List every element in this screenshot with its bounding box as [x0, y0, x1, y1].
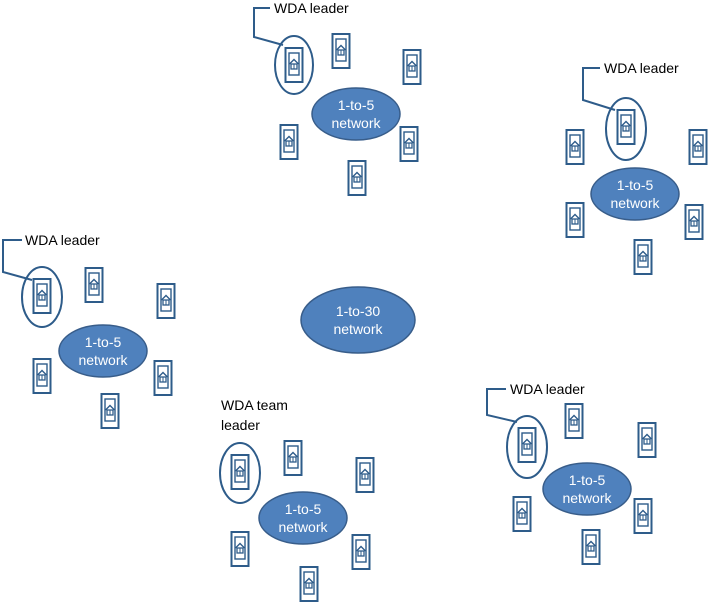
member-device-icon[interactable]	[156, 283, 176, 319]
group-right	[565, 67, 708, 275]
leader-highlight-ring	[506, 415, 548, 479]
leader-label-top: WDA leader	[274, 0, 349, 16]
member-device-icon[interactable]	[688, 129, 708, 165]
team-leader-label: WDA team leader	[221, 395, 288, 435]
leader-device-icon[interactable]	[32, 278, 52, 314]
member-device-icon[interactable]	[565, 129, 585, 165]
network-label-line-1: 1-to-30	[335, 303, 381, 319]
central-network-oval	[300, 286, 416, 354]
member-device-icon[interactable]	[633, 498, 653, 534]
small-network-oval	[311, 87, 401, 141]
leader-label-left: WDA leader	[25, 232, 100, 248]
leader-highlight-ring	[605, 97, 647, 161]
leader-connector-line	[253, 7, 284, 46]
member-device-icon[interactable]	[100, 393, 120, 429]
network-label-line-1: 1-to-5	[568, 472, 606, 488]
small-network-oval	[58, 324, 148, 378]
member-device-icon[interactable]	[402, 49, 422, 85]
member-device-icon[interactable]	[355, 457, 375, 493]
member-device-icon[interactable]	[633, 239, 653, 275]
leader-connector-line	[582, 67, 616, 111]
group-top	[253, 7, 422, 196]
network-label-left: 1-to-5 network	[59, 333, 147, 369]
member-device-icon[interactable]	[581, 529, 601, 565]
member-device-icon[interactable]	[684, 204, 704, 240]
network-label-line-1: 1-to-5	[616, 177, 654, 193]
network-label-line-1: 1-to-5	[284, 501, 322, 517]
leader-device-icon[interactable]	[517, 427, 537, 463]
member-device-icon[interactable]	[637, 422, 657, 458]
member-device-icon[interactable]	[512, 496, 532, 532]
member-device-icon[interactable]	[331, 33, 351, 69]
member-device-icon[interactable]	[32, 358, 52, 394]
small-network-oval	[590, 167, 680, 221]
leader-connector-line	[486, 388, 518, 423]
small-network-oval	[258, 491, 348, 545]
network-label-line-2: network	[333, 321, 383, 337]
leader-label-right: WDA leader	[604, 60, 679, 76]
member-device-icon[interactable]	[283, 440, 303, 476]
network-label-line-2: network	[562, 490, 612, 506]
network-label-top: 1-to-5 network	[312, 96, 400, 132]
member-device-icon[interactable]	[299, 566, 319, 602]
member-device-icon[interactable]	[279, 124, 299, 160]
network-label-line-2: network	[278, 519, 328, 535]
member-device-icon[interactable]	[565, 202, 585, 238]
member-device-icon[interactable]	[230, 531, 250, 567]
network-label-bottom-center: 1-to-5 network	[259, 500, 347, 536]
leader-connector-line	[2, 239, 33, 281]
network-label-line-2: network	[610, 195, 660, 211]
leader-highlight-ring	[219, 442, 261, 504]
member-device-icon[interactable]	[84, 267, 104, 303]
network-label-line-2: network	[78, 352, 128, 368]
member-device-icon[interactable]	[399, 126, 419, 162]
network-label-line-2: network	[331, 115, 381, 131]
leader-device-icon[interactable]	[616, 109, 636, 145]
team-leader-label-line-1: WDA team	[221, 397, 288, 413]
team-leader-label-line-2: leader	[221, 417, 260, 433]
network-label-bottom-right: 1-to-5 network	[543, 471, 631, 507]
leader-label-bottom-right: WDA leader	[510, 381, 585, 397]
group-bottom-center	[219, 440, 375, 602]
member-device-icon[interactable]	[153, 360, 173, 396]
group-bottom-right	[486, 388, 657, 565]
network-label-line-1: 1-to-5	[84, 334, 122, 350]
leader-highlight-ring	[21, 266, 63, 328]
member-device-icon[interactable]	[564, 403, 584, 439]
member-device-icon[interactable]	[347, 160, 367, 196]
network-label-central: 1-to-30 network	[301, 302, 415, 338]
leader-device-icon[interactable]	[230, 454, 250, 490]
group-left	[2, 239, 176, 429]
network-label-line-1: 1-to-5	[337, 97, 375, 113]
small-network-oval	[542, 462, 632, 516]
network-label-right: 1-to-5 network	[591, 176, 679, 212]
leader-highlight-ring	[274, 35, 314, 95]
leader-device-icon[interactable]	[284, 47, 304, 83]
member-device-icon[interactable]	[351, 534, 371, 570]
